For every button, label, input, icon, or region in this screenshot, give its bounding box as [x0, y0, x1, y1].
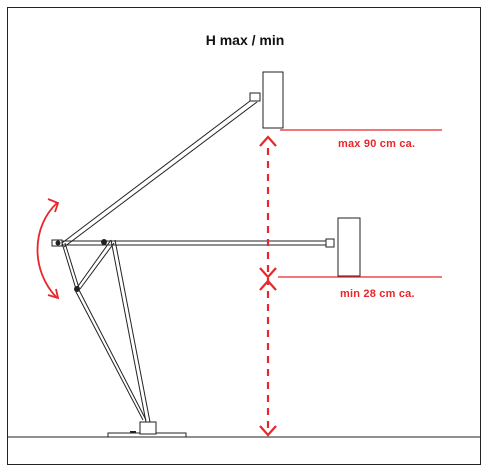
diagram-frame [7, 7, 481, 465]
lamp-joints [55, 239, 107, 292]
rotation-arc [36, 198, 60, 300]
min-height-label: min 28 cm ca. [340, 288, 415, 300]
diagram-title: H max / min [205, 32, 285, 48]
lamp-base [107, 421, 187, 438]
lamp-lower-links [61, 239, 147, 421]
lamp-arm-max [61, 71, 284, 248]
dimension-arrow [259, 135, 277, 437]
lamp-arm-min [51, 217, 361, 277]
lamp-column [110, 239, 151, 423]
max-height-label: max 90 cm ca. [338, 138, 416, 150]
